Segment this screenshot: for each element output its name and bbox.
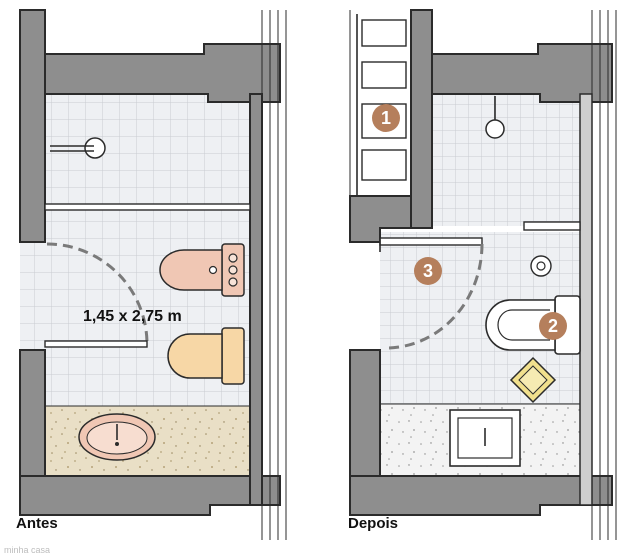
door-swing-after (385, 243, 484, 350)
shower-head-after (485, 96, 505, 139)
svg-text:3: 3 (423, 261, 433, 281)
toilet-after (485, 295, 581, 355)
caption-before: Antes (16, 515, 58, 532)
wall-left-lower-after (349, 349, 381, 481)
shower-area-after (432, 94, 580, 226)
dimension-label: 1,45 x 2,75 m (83, 308, 182, 325)
wall-top-after (431, 43, 613, 103)
marker-3: 3 (414, 257, 442, 285)
door-swing-before (46, 242, 149, 345)
shower-area-before (45, 94, 250, 206)
washbasin-before (78, 413, 156, 461)
wall-bottom-before (19, 475, 281, 516)
wall-top-before (44, 43, 281, 103)
wall-left-before (19, 9, 46, 243)
shower-drain-before (84, 137, 106, 159)
svg-text:2: 2 (548, 316, 558, 336)
caption-after: Depois (348, 515, 398, 532)
door-leaf-before (44, 340, 148, 348)
marker-1: 1 (372, 104, 400, 132)
toilet-before (167, 327, 245, 385)
svg-text:1: 1 (381, 108, 391, 128)
plan-after: 1 2 3 Depois (348, 9, 617, 540)
wall-right-after (579, 93, 593, 506)
wall-bottom-after (349, 475, 613, 516)
wall-shelf-right (410, 9, 433, 229)
shower-partition-before (44, 203, 251, 211)
wall-right-before (249, 93, 263, 506)
bath-mat-after (509, 356, 557, 404)
door-leaf-after (379, 237, 483, 246)
floor-drain-after (530, 255, 552, 277)
watermark-logo: minha casa (4, 545, 50, 555)
bidet-before (159, 243, 245, 297)
washbasin-after (449, 409, 521, 467)
plan-before: 1,45 x 2,75 m Antes (16, 9, 287, 540)
marker-2: 2 (539, 312, 567, 340)
wall-left-lower-before (19, 349, 46, 479)
shower-glass-after (523, 221, 581, 231)
